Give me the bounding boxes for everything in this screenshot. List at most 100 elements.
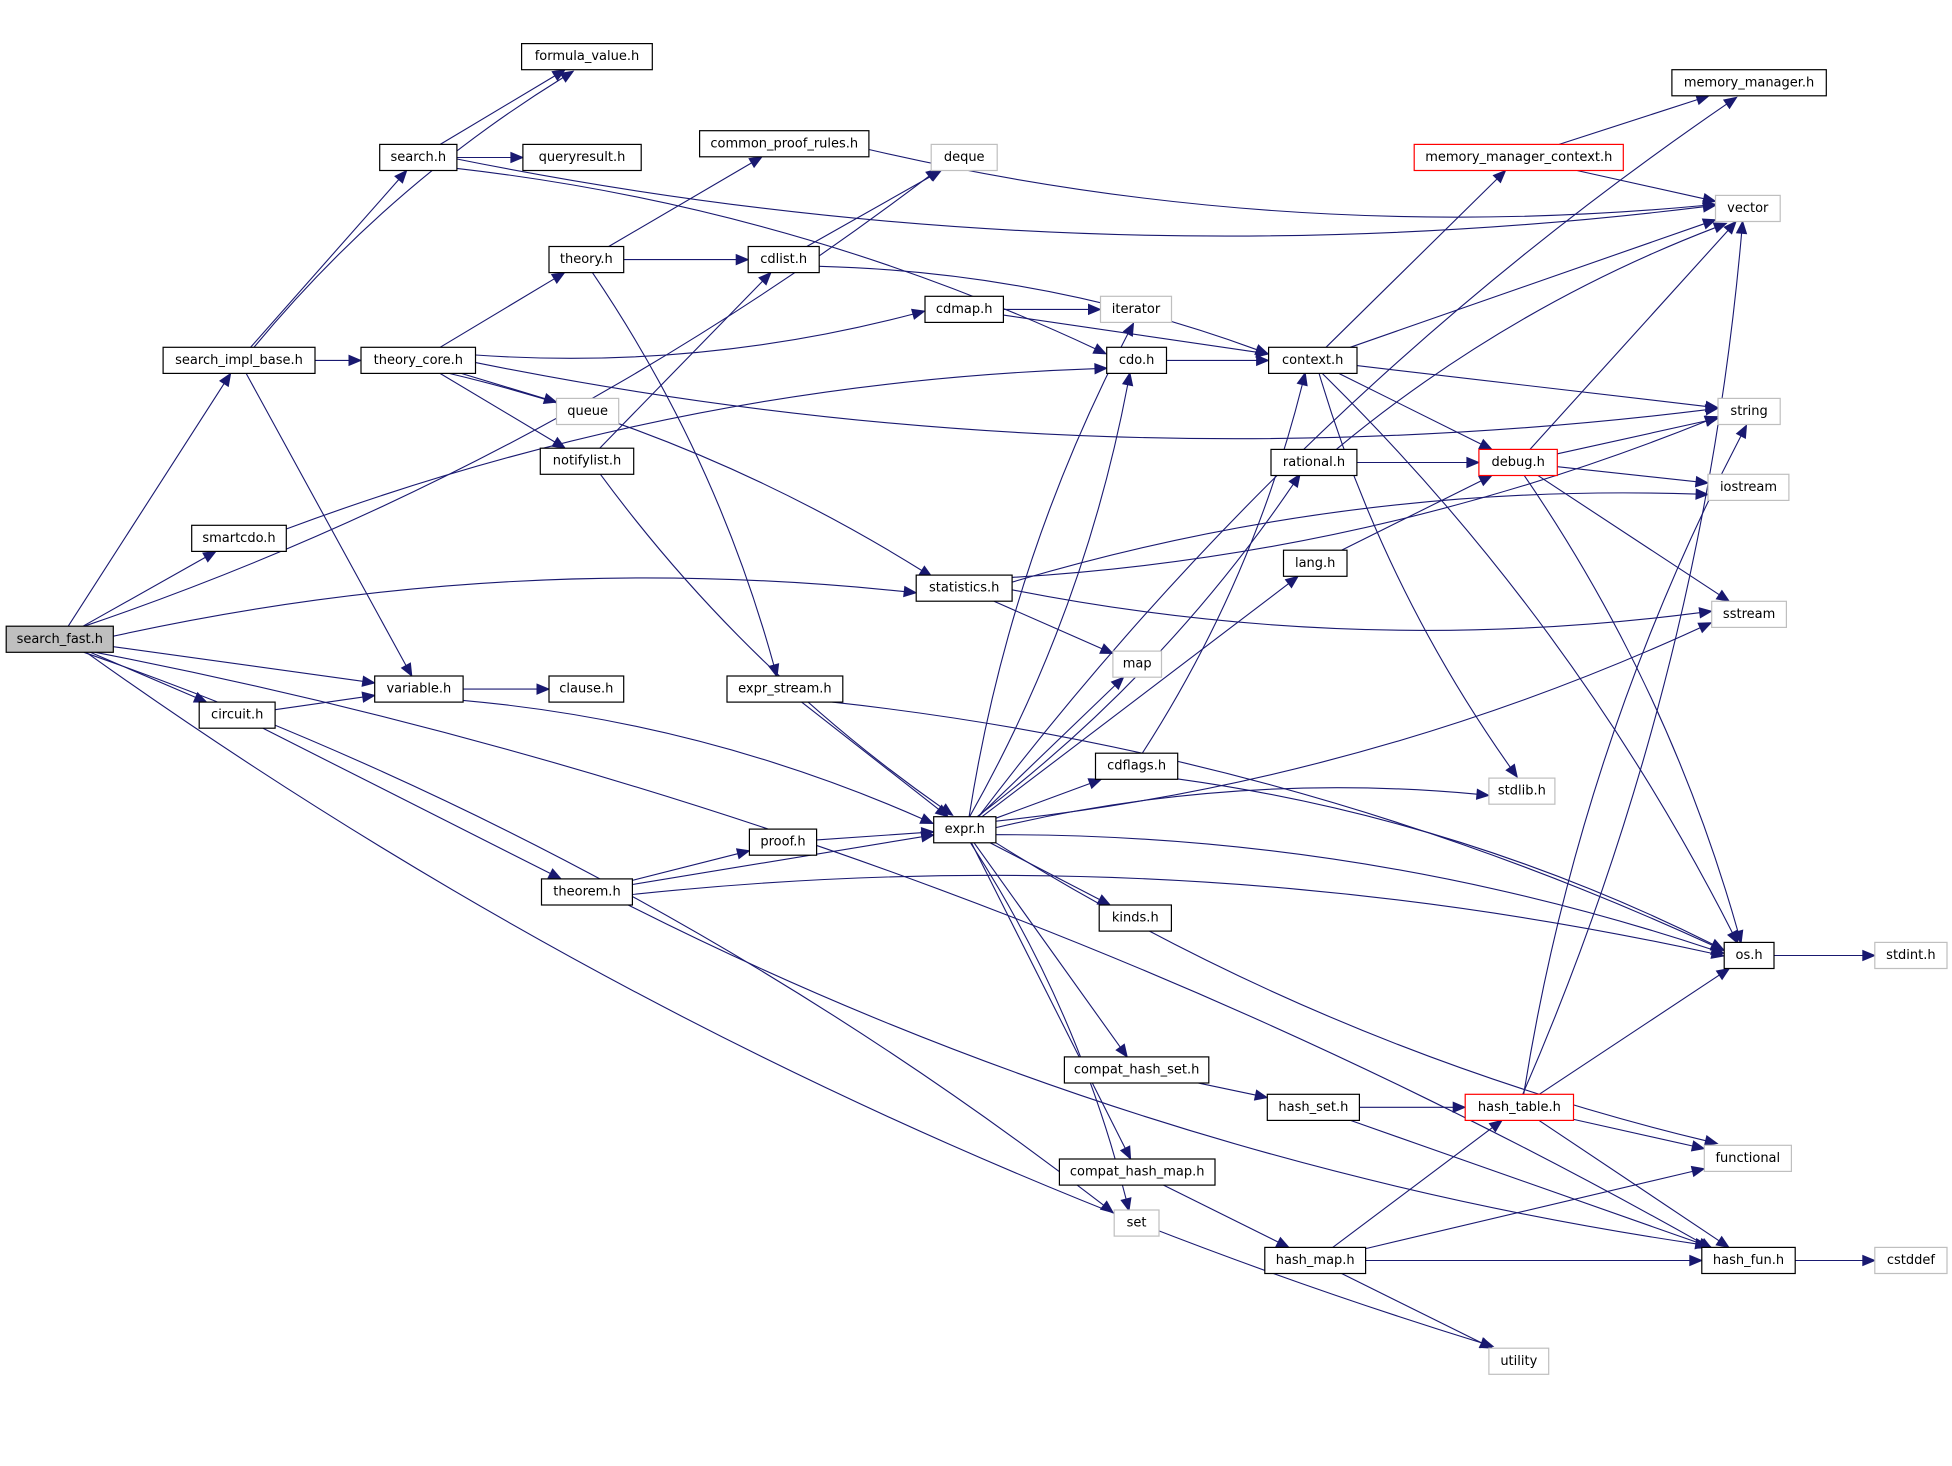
arrowhead-vector-icon — [1712, 222, 1728, 234]
arrowhead-smartcdo-h-icon — [202, 550, 217, 563]
node-statistics-h[interactable]: statistics.h — [915, 574, 1013, 602]
node-smartcdo-h[interactable]: smartcdo.h — [191, 524, 287, 552]
node-label: circuit.h — [211, 708, 263, 723]
edge-theorem-h-to-os-h — [632, 874, 1713, 954]
node-compat-hash-map-h[interactable]: compat_hash_map.h — [1058, 1158, 1216, 1186]
node-cstddef[interactable]: cstddef — [1874, 1246, 1948, 1275]
node-vector[interactable]: vector — [1714, 194, 1781, 223]
arrowhead-context-h-icon — [1256, 354, 1270, 367]
node-variable-h[interactable]: variable.h — [374, 675, 464, 703]
node-stdlib-h[interactable]: stdlib.h — [1488, 777, 1556, 805]
node-label: theory.h — [560, 252, 613, 267]
node-circuit-h[interactable]: circuit.h — [198, 701, 276, 729]
node-set[interactable]: set — [1113, 1209, 1160, 1237]
node-os-h[interactable]: os.h — [1723, 941, 1775, 970]
node-clause-h[interactable]: clause.h — [548, 675, 625, 703]
node-rational-h[interactable]: rational.h — [1270, 448, 1358, 477]
node-label: common_proof_rules.h — [710, 136, 858, 151]
arrowhead-functional-icon — [1703, 1134, 1719, 1147]
edge-expr-h-to-compat-hash-map-h — [970, 842, 1126, 1149]
node-memory-manager-h[interactable]: memory_manager.h — [1671, 69, 1827, 97]
node-hash-table-h[interactable]: hash_table.h — [1464, 1093, 1575, 1122]
node-notifylist-h[interactable]: notifylist.h — [539, 447, 635, 475]
node-label: memory_manager_context.h — [1425, 150, 1612, 165]
node-context-h[interactable]: context.h — [1267, 346, 1358, 374]
edge-memory-manager-context-h-to-memory-manager-h — [1558, 99, 1698, 145]
node-label: cdo.h — [1119, 353, 1155, 368]
node-debug-h[interactable]: debug.h — [1478, 448, 1558, 477]
node-label: hash_map.h — [1276, 1253, 1355, 1268]
edge-search-impl-base-h-to-formula-value-h — [253, 77, 564, 348]
node-hash-set-h[interactable]: hash_set.h — [1266, 1093, 1361, 1122]
node-label: sstream — [1723, 607, 1775, 622]
node-search-h[interactable]: search.h — [379, 143, 458, 172]
node-formula-value-h[interactable]: formula_value.h — [520, 42, 653, 71]
edge-search-impl-base-h-to-search-h — [250, 179, 400, 348]
node-theory-core-h[interactable]: theory_core.h — [360, 346, 477, 374]
edge-theorem-h-to-hash-fun-h — [627, 904, 1696, 1245]
node-box — [555, 397, 620, 426]
edge-search-fast-h-to-utility — [85, 651, 1482, 1344]
node-label: search_fast.h — [17, 632, 103, 647]
node-functional[interactable]: functional — [1703, 1144, 1793, 1173]
edge-debug-h-to-sstream — [1537, 475, 1720, 596]
node-expr-h[interactable]: expr.h — [933, 816, 997, 844]
node-iterator[interactable]: iterator — [1099, 295, 1173, 323]
node-box — [1874, 1246, 1948, 1275]
edge-expr-h-to-iterator — [968, 333, 1129, 817]
arrowhead-stdlib-h-icon — [1505, 763, 1518, 779]
node-queue[interactable]: queue — [555, 397, 620, 426]
node-cdflags-h[interactable]: cdflags.h — [1094, 752, 1179, 780]
edge-expr-h-to-kinds-h — [989, 842, 1100, 900]
node-utility[interactable]: utility — [1488, 1347, 1550, 1375]
node-box — [1488, 777, 1556, 805]
edge-hash-table-h-to-hash-fun-h — [1538, 1119, 1720, 1242]
node-cdlist-h[interactable]: cdlist.h — [747, 245, 820, 274]
node-box — [1098, 904, 1172, 932]
node-string[interactable]: string — [1717, 397, 1781, 426]
arrowhead-hash-fun-h-icon — [1715, 1235, 1730, 1249]
node-cdo-h[interactable]: cdo.h — [1106, 346, 1168, 374]
edge-cdflags-h-to-context-h — [1141, 384, 1303, 754]
edge-expr-stream-h-to-os-h — [832, 701, 1713, 946]
edge-hash-table-h-to-string — [1523, 435, 1742, 1095]
node-box — [1703, 1144, 1793, 1173]
node-label: iterator — [1112, 302, 1161, 317]
node-hash-map-h[interactable]: hash_map.h — [1264, 1246, 1367, 1275]
node-memory-manager-context-h[interactable]: memory_manager_context.h — [1413, 143, 1624, 172]
node-compat-hash-set-h[interactable]: compat_hash_set.h — [1063, 1056, 1210, 1084]
node-kinds-h[interactable]: kinds.h — [1098, 904, 1172, 932]
node-search-fast-h[interactable]: search_fast.h — [5, 625, 114, 653]
node-map[interactable]: map — [1112, 650, 1163, 678]
arrowhead-rational-h-icon — [1288, 473, 1301, 488]
node-proof-h[interactable]: proof.h — [748, 828, 818, 856]
node-label: queryresult.h — [539, 150, 626, 165]
node-theorem-h[interactable]: theorem.h — [540, 878, 634, 906]
node-label: map — [1123, 657, 1152, 672]
node-hash-fun-h[interactable]: hash_fun.h — [1701, 1246, 1796, 1275]
node-stdint-h[interactable]: stdint.h — [1874, 941, 1948, 970]
node-lang-h[interactable]: lang.h — [1282, 549, 1348, 577]
node-label: debug.h — [1492, 455, 1545, 470]
node-search-impl-base-h[interactable]: search_impl_base.h — [162, 346, 316, 374]
node-cdmap-h[interactable]: cdmap.h — [924, 295, 1005, 323]
node-deque[interactable]: deque — [930, 143, 998, 172]
node-sstream[interactable]: sstream — [1711, 600, 1787, 628]
node-queryresult-h[interactable]: queryresult.h — [522, 143, 642, 172]
node-label: memory_manager.h — [1684, 75, 1814, 90]
edge-variable-h-to-expr-h — [463, 699, 923, 820]
node-box — [5, 625, 114, 653]
edge-context-h-to-os-h — [1321, 373, 1733, 933]
edge-proof-h-to-expr-h — [816, 832, 922, 841]
node-expr-stream-h[interactable]: expr_stream.h — [726, 675, 844, 703]
node-common-proof-rules-h[interactable]: common_proof_rules.h — [698, 130, 870, 158]
arrowhead-common-proof-rules-h-icon — [748, 156, 764, 169]
node-theory-h[interactable]: theory.h — [548, 245, 625, 274]
arrowhead-cdmap-h-icon — [911, 308, 926, 320]
edge-expr-h-to-sstream — [995, 627, 1701, 822]
node-box — [539, 447, 635, 475]
node-label: formula_value.h — [535, 49, 640, 64]
edge-cdlist-h-to-deque — [806, 176, 931, 247]
node-iostream[interactable]: iostream — [1707, 473, 1790, 501]
edge-circuit-h-to-variable-h — [275, 696, 363, 711]
